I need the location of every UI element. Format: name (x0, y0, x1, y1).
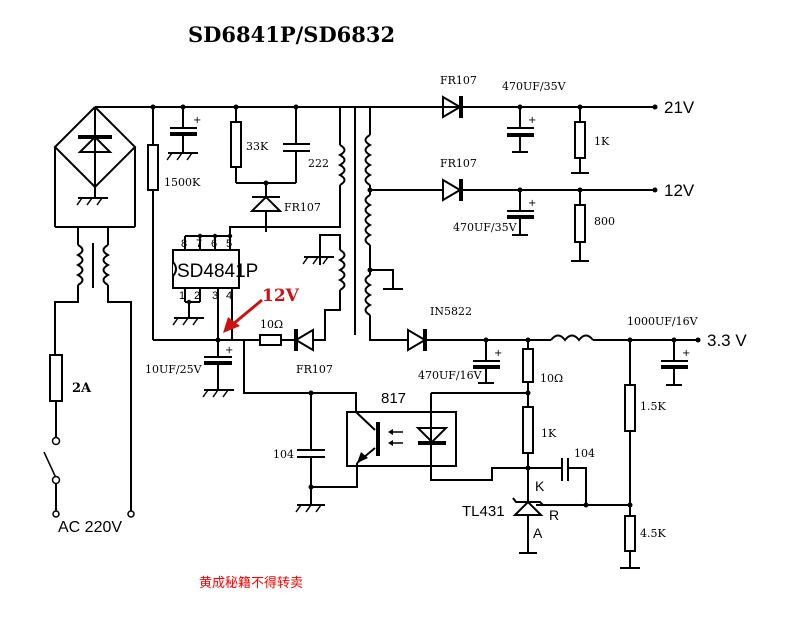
ic-pin-2: 2 (194, 290, 200, 302)
start-resistor (147, 104, 218, 341)
ic-pin-5: 5 (226, 238, 232, 250)
fb-capacitor-label: 104 (574, 447, 595, 460)
output-3v3: 3.3 V (707, 331, 747, 350)
line-filter-choke (54, 227, 132, 512)
voltage-divider (620, 340, 640, 569)
snubber-diode-label: FR107 (284, 201, 321, 214)
vcc-supply: + (202, 328, 314, 398)
auxiliary-winding (302, 234, 346, 341)
vcc-diode-label: FR107 (296, 363, 333, 376)
output-21v: 21V (664, 98, 695, 117)
bulk-capacitor: + (166, 104, 201, 161)
ic-pin-3: 3 (212, 290, 218, 302)
secondary-winding (364, 107, 408, 341)
tl431-k-label: K (535, 478, 545, 494)
annotation-arrow (223, 298, 263, 333)
capacitor-3v3-2-label: 1000UF/16V (627, 315, 699, 328)
ic-name: SD4841P (177, 261, 258, 282)
tl431-r-label: R (549, 507, 559, 523)
ic-pin-6: 6 (211, 238, 217, 250)
tl431-label: TL431 (462, 503, 505, 520)
opto-transistor-wiring (231, 290, 358, 513)
feedback-resistors (431, 340, 534, 471)
optocoupler-label: 817 (381, 390, 406, 407)
snubber-resistor-label: 33K (246, 140, 269, 153)
resistor-12v-label: 800 (594, 215, 615, 228)
bridge-rectifier (53, 106, 650, 228)
tl431-regulator (512, 458, 630, 554)
diode-3v3-label: IN5822 (430, 305, 472, 318)
ic-pin-8: 8 (181, 238, 187, 250)
tl431-a-label: A (533, 525, 543, 541)
optocoupler (346, 393, 528, 481)
vcc-capacitor-label: 10UF/25V (145, 363, 203, 376)
fuse (49, 354, 63, 438)
bias-resistor-label: 1K (541, 427, 557, 440)
ac-input-label: AC 220V (58, 519, 122, 536)
comp-capacitor-label: 104 (273, 448, 294, 461)
diode-21v-label: FR107 (440, 74, 477, 87)
controller-ic (172, 226, 266, 340)
diode-12v-label: FR107 (440, 157, 477, 170)
divider-bottom-label: 4.5K (640, 527, 666, 540)
ic-pin-4: 4 (226, 290, 232, 302)
fuse-label: 2A (72, 381, 92, 396)
rail-21v: + (370, 95, 658, 174)
svg-text:+: + (528, 115, 536, 126)
svg-text:+: + (225, 345, 233, 356)
snubber-network (230, 104, 310, 232)
rail-3v3: + + (407, 328, 701, 386)
resistor-21v-label: 1K (594, 135, 610, 148)
footer-watermark: 黄成秘籍不得转卖 (199, 575, 303, 591)
capacitor-3v3-1-label: 470UF/16V (418, 369, 483, 382)
rail-12v: + (370, 178, 658, 262)
capacitor-21v-label: 470UF/35V (502, 80, 567, 93)
vcc-resistor-label: 10Ω (260, 318, 283, 331)
ic-pin-7: 7 (196, 238, 202, 250)
power-switch (43, 436, 135, 518)
annotation-12v: 12V (262, 286, 300, 306)
svg-text:+: + (193, 115, 201, 126)
divider-top-label: 1.5K (640, 400, 666, 413)
primary-winding (266, 106, 346, 228)
svg-text:+: + (528, 198, 536, 209)
output-12v: 12V (664, 181, 695, 200)
svg-text:+: + (494, 348, 502, 359)
schematic-title: SD6841P/SD6832 (188, 22, 395, 47)
start-resistor-label: 1500K (164, 176, 201, 189)
ground-icon (76, 197, 108, 206)
svg-text:+: + (682, 348, 690, 359)
snubber-capacitor-label: 222 (308, 157, 329, 170)
capacitor-12v-label: 470UF/35V (453, 221, 518, 234)
led-resistor-label: 10Ω (540, 372, 563, 385)
ic-pin-1: 1 (179, 290, 185, 302)
